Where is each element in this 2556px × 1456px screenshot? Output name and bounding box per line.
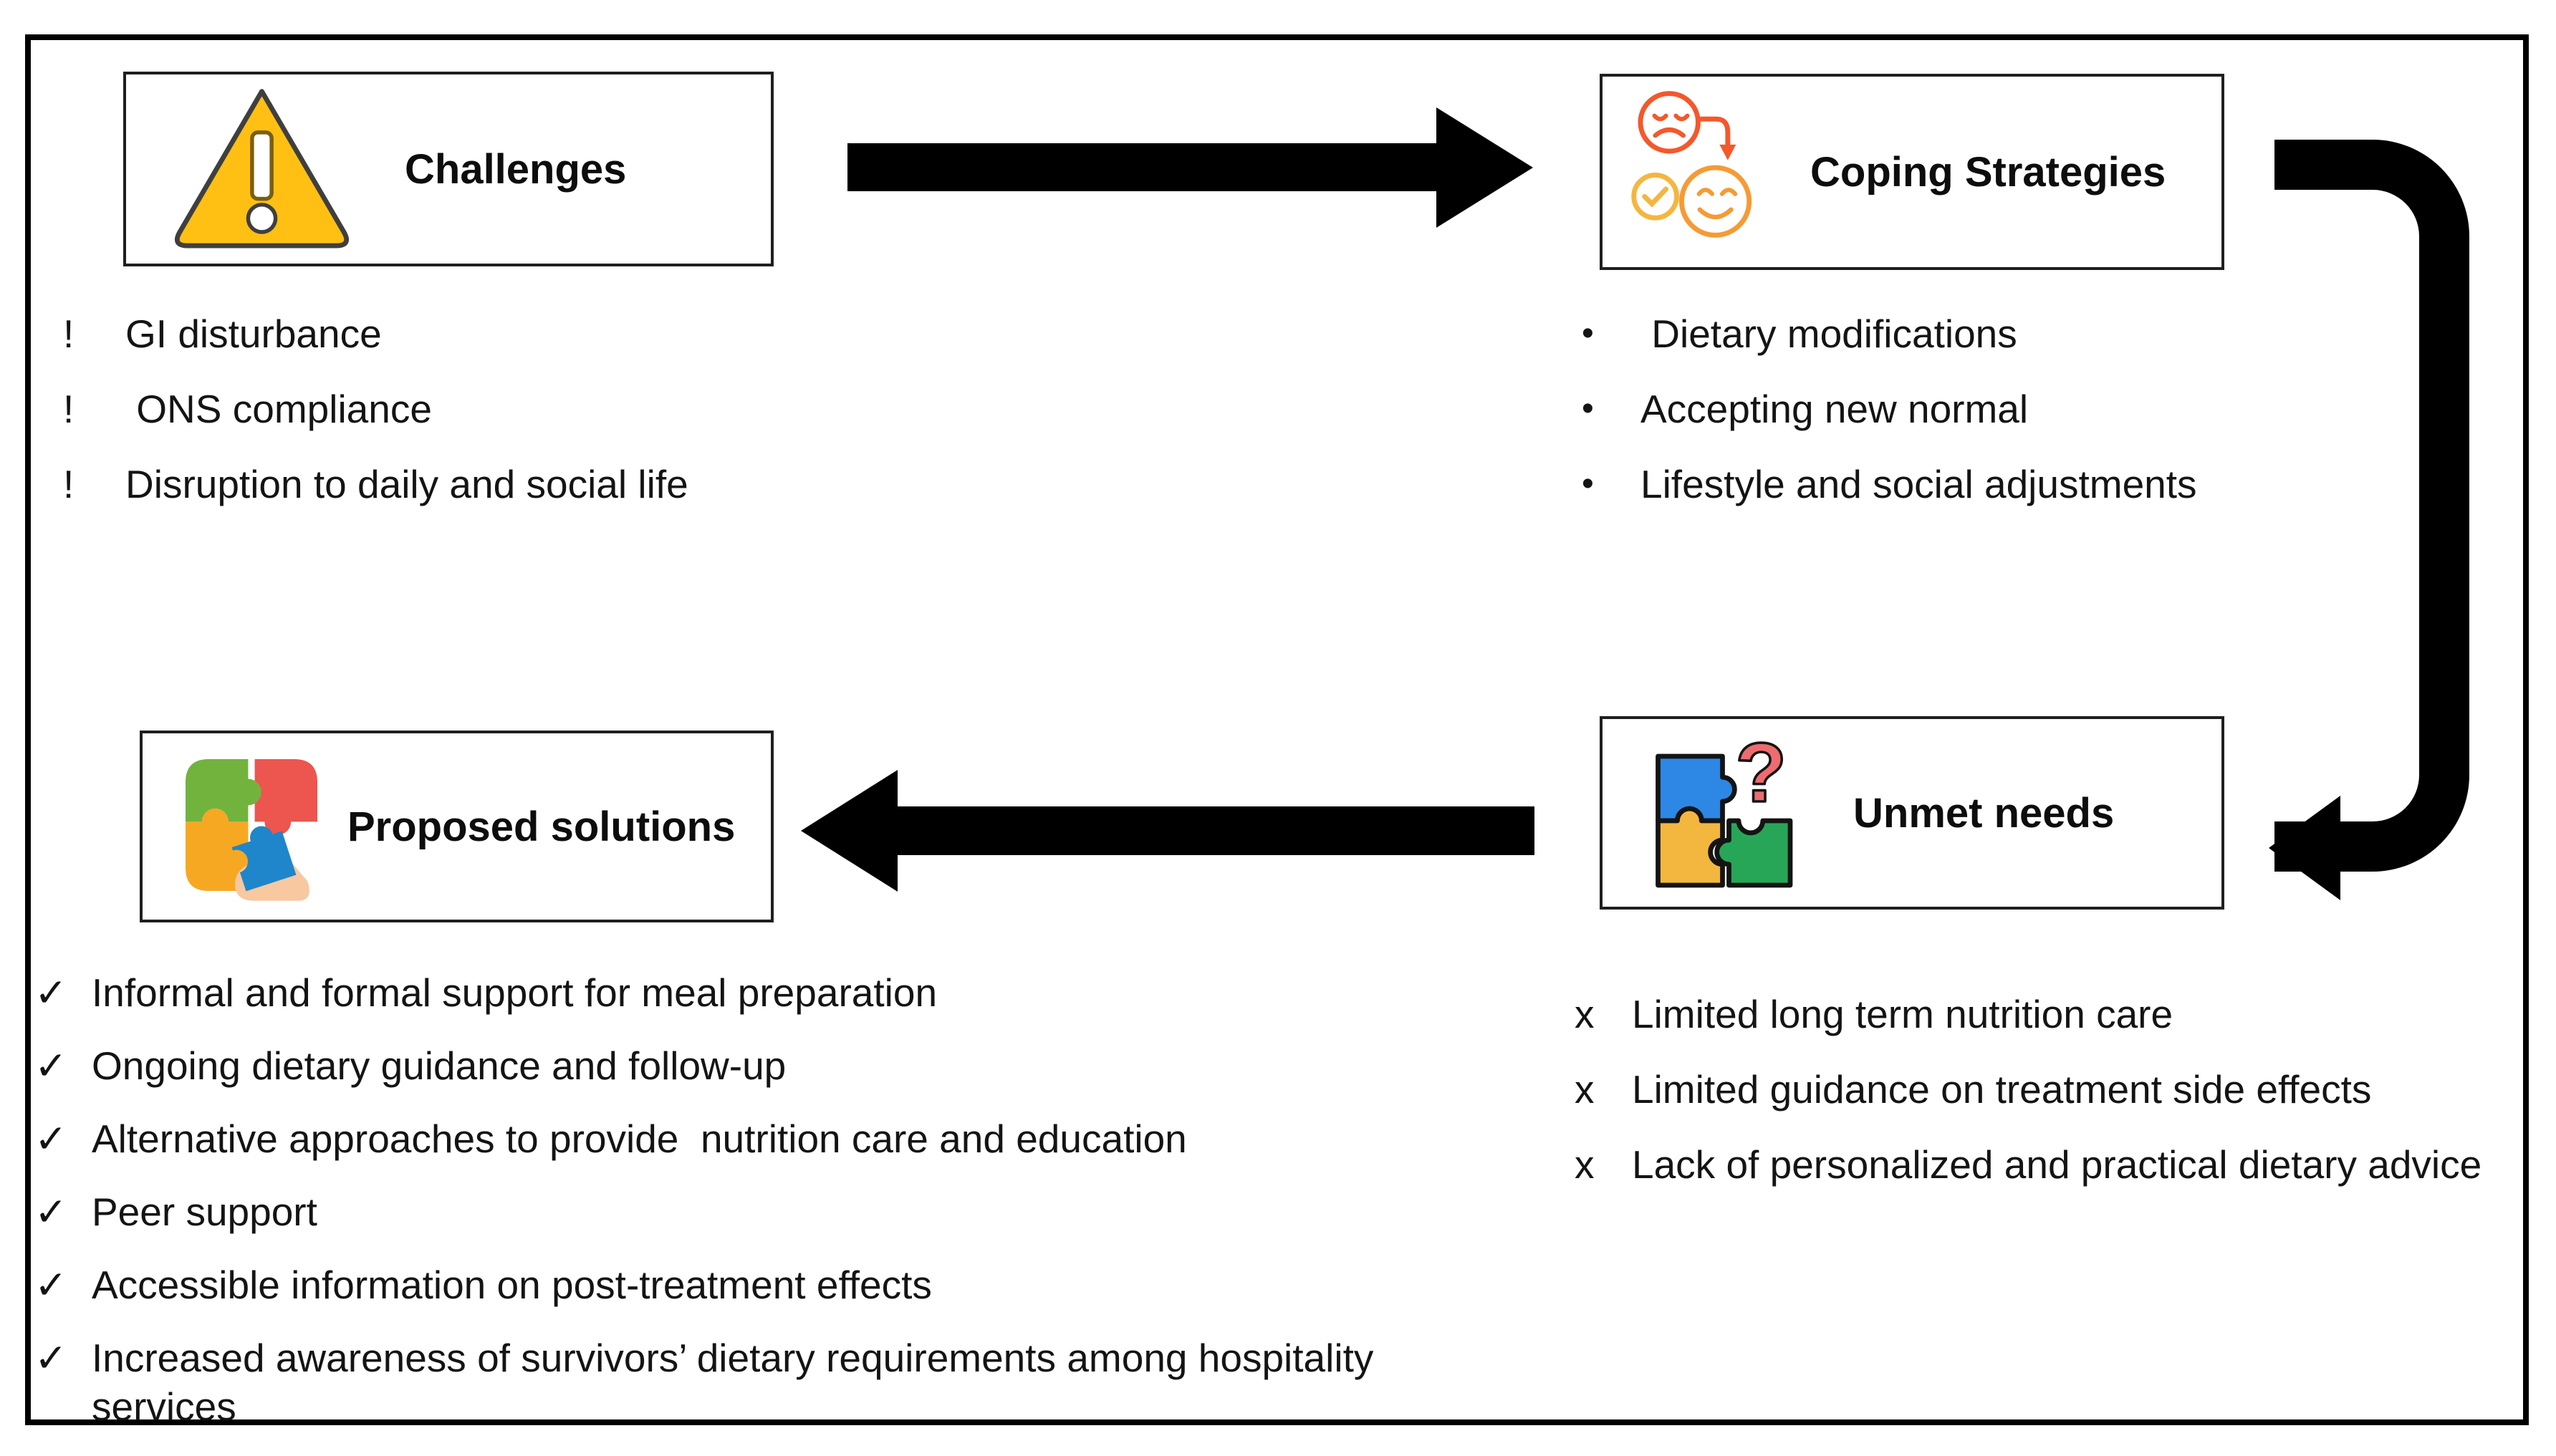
unmet-needs-title: Unmet needs: [1853, 789, 2115, 837]
challenges-list: !GI disturbance! ONS compliance!Disrupti…: [63, 309, 1138, 535]
list-item-text: Limited long term nutrition care: [1632, 992, 2173, 1036]
challenges-box: Challenges: [123, 72, 774, 266]
list-item: ✓ Peer support: [34, 1187, 1395, 1236]
list-item-text: Peer support: [92, 1190, 317, 1234]
list-item: x Limited guidance on treatment side effe…: [1575, 1065, 2556, 1114]
bullet-marker: •: [1582, 390, 1594, 428]
unmet-needs-box: ? Unmet needs: [1600, 716, 2224, 910]
list-item-text: Accessible information on post-treatment…: [92, 1263, 932, 1307]
list-item: ✓ Ongoing dietary guidance and follow-up: [34, 1041, 1395, 1090]
bullet-marker: x: [1575, 992, 1595, 1036]
list-item-text: GI disturbance: [125, 312, 382, 356]
bullet-marker: •: [1582, 465, 1594, 503]
proposed-solutions-list: ✓ Informal and formal support for meal pr…: [34, 968, 1395, 1455]
list-item-text: ONS compliance: [125, 387, 432, 431]
bullet-marker: x: [1575, 1142, 1595, 1187]
list-item: • Dietary modifications: [1582, 309, 2542, 358]
bullet-marker: x: [1575, 1067, 1595, 1112]
bullet-marker: ✓: [34, 970, 68, 1015]
warning-triangle-icon: [163, 82, 360, 257]
puzzle-hand-icon: [165, 743, 337, 911]
list-item-text: Lifestyle and social adjustments: [1640, 462, 2197, 506]
list-item-text: Disruption to daily and social life: [125, 462, 688, 506]
coping-strategies-title: Coping Strategies: [1810, 148, 2166, 196]
bullet-marker: ✓: [34, 1336, 68, 1380]
coping-faces-icon: [1630, 86, 1795, 258]
bullet-marker: ✓: [34, 1263, 68, 1307]
list-item: ! ONS compliance: [63, 385, 1138, 433]
list-item-text: Accepting new normal: [1640, 387, 2029, 431]
list-item-text: Limited guidance on treatment side effec…: [1632, 1067, 2372, 1112]
bullet-marker: ✓: [34, 1043, 68, 1088]
arrow-unmet-to-solutions-body: [898, 806, 1534, 855]
arrow-challenges-to-coping-body: [847, 143, 1436, 191]
coping-strategies-box: Coping Strategies: [1600, 74, 2224, 270]
list-item: x Limited long term nutrition care: [1575, 990, 2556, 1038]
arrow-unmet-to-solutions-head-icon: [801, 770, 898, 892]
list-item-text: Alternative approaches to provide nutrit…: [92, 1117, 1187, 1161]
bullet-marker: •: [1582, 314, 1594, 352]
list-item-text: Lack of personalized and practical dieta…: [1632, 1142, 2482, 1187]
list-item: ! Disruption to daily and social life: [63, 460, 1138, 508]
list-item: ✓ Increased awareness of survivors’ dieta…: [34, 1334, 1395, 1431]
puzzle-question-mark-icon: ?: [1642, 723, 1803, 902]
list-item: ✓ Accessible information on post-treatmen…: [34, 1260, 1395, 1309]
bullet-marker: !: [63, 462, 75, 506]
list-item: x Lack of personalized and practical diet…: [1575, 1140, 2556, 1189]
bullet-marker: ✓: [34, 1190, 68, 1234]
proposed-solutions-title: Proposed solutions: [347, 803, 736, 850]
list-item: • Accepting new normal: [1582, 385, 2542, 433]
bullet-marker: !: [63, 387, 75, 431]
svg-text:?: ?: [1736, 725, 1787, 819]
figure-border: [25, 34, 2529, 1425]
challenges-title: Challenges: [405, 145, 627, 193]
arrow-challenges-to-coping-head-icon: [1436, 107, 1533, 228]
list-item: ✓ Informal and formal support for meal pr…: [34, 968, 1395, 1017]
list-item-text: Ongoing dietary guidance and follow-up: [92, 1043, 787, 1088]
list-item-text: Increased awareness of survivors’ dietar…: [92, 1336, 1385, 1429]
bullet-marker: ✓: [34, 1117, 68, 1161]
bullet-marker: !: [63, 312, 75, 356]
arrow-coping-to-unmet-head-icon: [2269, 796, 2340, 900]
list-item-text: Informal and formal support for meal pre…: [92, 970, 938, 1015]
list-item: ✓ Alternative approaches to provide nutri…: [34, 1114, 1395, 1163]
list-item-text: Dietary modifications: [1640, 312, 2017, 356]
list-item: ! GI disturbance: [63, 309, 1138, 358]
proposed-solutions-box: Proposed solutions: [140, 731, 774, 922]
list-item: • Lifestyle and social adjustments: [1582, 460, 2542, 508]
coping-strategies-list: • Dietary modifications•Accepting new no…: [1582, 309, 2542, 535]
